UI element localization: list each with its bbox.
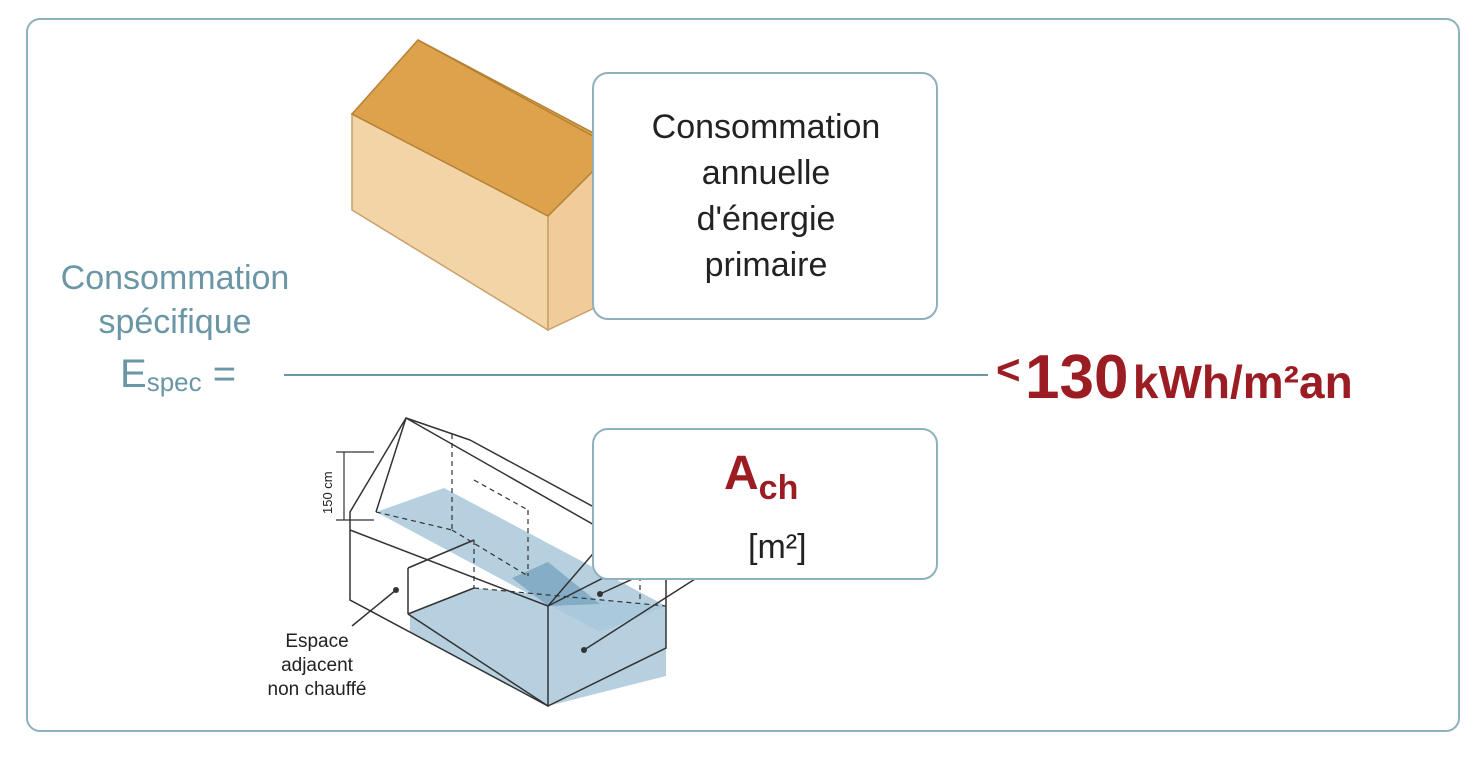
numerator-box xyxy=(592,72,938,320)
numerator-line: d'énergie xyxy=(696,200,836,238)
espec-symbol: E xyxy=(120,352,147,396)
result-value: < 130 kWh/m²an xyxy=(996,342,1353,413)
result-unit: kWh/m²an xyxy=(1132,356,1353,408)
heated-area-symbol: Ach xyxy=(724,446,798,516)
numerator-line: primaire xyxy=(704,246,828,284)
area-subscript: ch xyxy=(758,469,799,507)
area-symbol: A xyxy=(724,447,759,500)
numerator-line: Consommation xyxy=(651,108,881,146)
numerator-line: annuelle xyxy=(701,154,831,192)
heated-ground-floor xyxy=(410,588,666,706)
specific-consumption-label: Consommation spécifique xyxy=(40,256,310,344)
result-operator: < xyxy=(996,346,1021,393)
specific-consumption-line: spécifique xyxy=(98,303,252,341)
espec-equation: Espec = xyxy=(120,352,236,398)
specific-consumption-line: Consommation xyxy=(60,259,290,297)
equals-sign: = xyxy=(212,352,237,396)
annotation-line: non chauffé xyxy=(267,679,367,700)
fraction-bar xyxy=(284,374,988,376)
unheated-space-annotation: Espace adjacent non chauffé xyxy=(232,630,402,702)
numerator-text: Consommation annuelle d'énergie primaire xyxy=(596,104,936,288)
heated-zone-dark xyxy=(512,562,600,606)
wireframe-house-illustration: 150 cm xyxy=(320,416,707,708)
heated-attic-floor xyxy=(376,488,666,632)
area-unit: [m²] xyxy=(748,528,807,566)
outer-frame xyxy=(26,18,1460,732)
espec-subscript: spec xyxy=(146,367,202,397)
result-number: 130 xyxy=(1024,343,1129,412)
annotation-line: adjacent xyxy=(281,655,353,676)
dimension-label: 150 cm xyxy=(320,471,335,514)
annotation-line: Espace xyxy=(285,631,349,652)
denominator-box xyxy=(592,428,938,580)
